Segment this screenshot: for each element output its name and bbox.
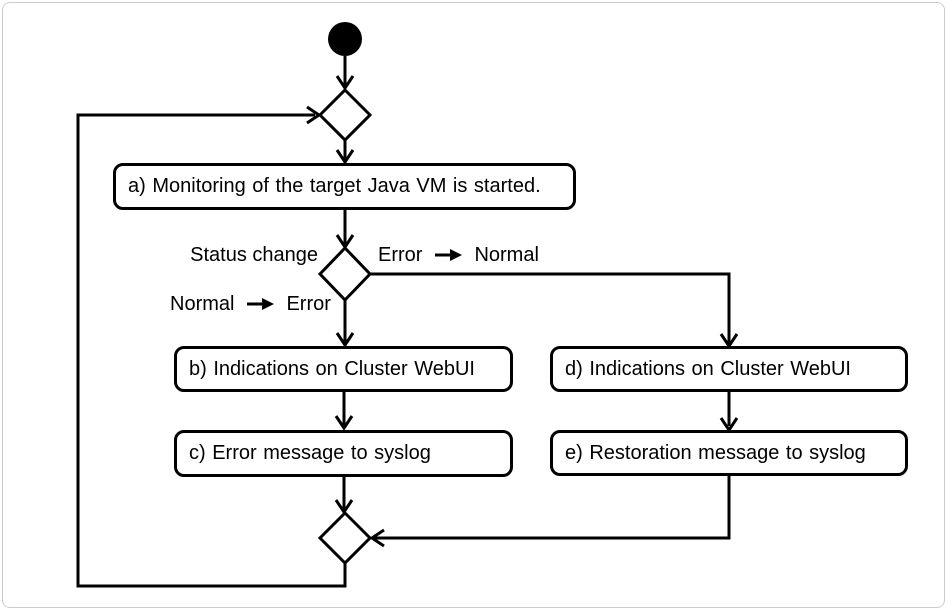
activity-label-b: b) Indications on Cluster WebUI bbox=[189, 357, 475, 380]
arrow-e-to-join bbox=[369, 476, 731, 548]
right-arrow-icon bbox=[435, 249, 463, 261]
arrow-start-to-merge bbox=[335, 56, 355, 91]
activity-box-a: a) Monitoring of the target Java VM is s… bbox=[113, 163, 576, 210]
arrow-b-to-c bbox=[334, 392, 354, 431]
branch-label-normal-to-error: Normal Error bbox=[170, 292, 331, 316]
arrow-decision-to-b bbox=[335, 300, 355, 348]
branch-label-normal-to-error-to: Error bbox=[286, 293, 331, 315]
merge-diamond-top bbox=[317, 87, 373, 143]
branch-label-error-to-normal-to: Normal bbox=[474, 244, 539, 266]
branch-label-error-to-normal-from: Error bbox=[378, 244, 423, 266]
start-node bbox=[328, 22, 362, 56]
arrow-c-to-join bbox=[334, 477, 354, 515]
join-diamond-bottom bbox=[317, 510, 373, 566]
branch-label-error-to-normal: Error Normal bbox=[378, 243, 539, 267]
right-arrow-icon bbox=[247, 298, 275, 310]
activity-box-b: b) Indications on Cluster WebUI bbox=[174, 346, 513, 392]
activity-box-e: e) Restoration message to syslog bbox=[550, 430, 908, 476]
activity-box-c: c) Error message to syslog bbox=[174, 430, 513, 477]
decision-label-status-change: Status change bbox=[190, 244, 318, 266]
arrow-decision-to-d bbox=[370, 272, 739, 349]
arrow-merge-to-a bbox=[335, 140, 355, 165]
activity-label-c: c) Error message to syslog bbox=[189, 442, 431, 464]
activity-label-e: e) Restoration message to syslog bbox=[565, 441, 866, 464]
activity-box-d: d) Indications on Cluster WebUI bbox=[550, 346, 908, 392]
arrow-d-to-e bbox=[719, 392, 739, 433]
activity-label-a: a) Monitoring of the target Java VM is s… bbox=[128, 175, 541, 197]
arrow-a-to-decision bbox=[335, 210, 355, 250]
branch-label-normal-to-error-from: Normal bbox=[170, 293, 235, 315]
activity-label-d: d) Indications on Cluster WebUI bbox=[565, 357, 851, 380]
